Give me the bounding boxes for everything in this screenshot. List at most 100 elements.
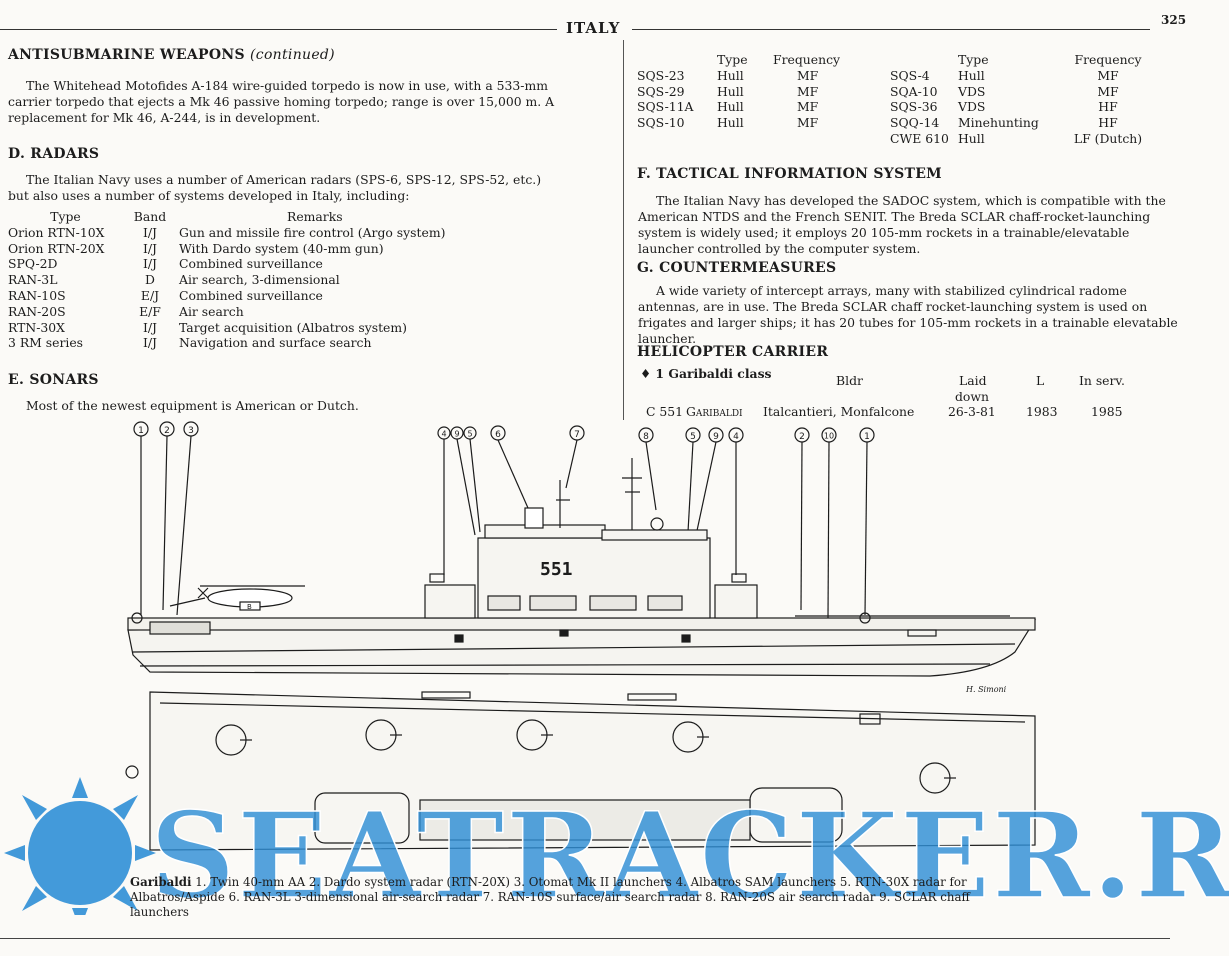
sonar-frequency: MF bbox=[797, 99, 819, 115]
sonars-heading: E. SONARS bbox=[8, 372, 99, 388]
svg-text:2: 2 bbox=[799, 432, 805, 442]
callout-1: 1 bbox=[133, 421, 149, 615]
radars-heading: D. RADARS bbox=[8, 146, 100, 162]
radar-band: I/J bbox=[142, 224, 158, 240]
ship-header-in-serv: In serv. bbox=[1079, 373, 1125, 388]
radar-type: SPQ-2D bbox=[8, 256, 58, 272]
ship-builder: Italcantieri, Monfalcone bbox=[763, 404, 915, 419]
sonar-frequency: HF bbox=[1098, 115, 1118, 131]
ship-header-l: L bbox=[1036, 373, 1045, 388]
callout-1b: 1 bbox=[859, 427, 875, 616]
hull-number-551: 551 bbox=[540, 559, 573, 580]
sonar-type: SQS-23 bbox=[637, 67, 685, 83]
callout-2: 2 bbox=[159, 421, 175, 611]
page-header-country: ITALY bbox=[566, 19, 621, 37]
svg-text:10: 10 bbox=[824, 432, 834, 441]
sonar-type: SQA-10 bbox=[890, 83, 938, 99]
ship-header-bldr: Bldr bbox=[836, 373, 863, 388]
helicopter-spot bbox=[365, 719, 402, 751]
ship-hull-number: C 551 bbox=[646, 404, 684, 419]
footer-rule bbox=[0, 938, 1170, 939]
svg-text:8: 8 bbox=[643, 432, 649, 442]
radar-type: RAN-10S bbox=[8, 287, 66, 303]
class-line: ♦ 1 Garibaldi class bbox=[640, 366, 772, 381]
col-type: Type bbox=[958, 52, 989, 67]
svg-text:B: B bbox=[247, 603, 252, 611]
callout-6: 6 bbox=[490, 425, 529, 509]
sonar-mount: Hull bbox=[717, 67, 744, 83]
radar-band: D bbox=[145, 272, 155, 288]
radar-band: I/J bbox=[142, 335, 158, 351]
column-divider bbox=[623, 40, 624, 420]
ship-header-down: down bbox=[955, 389, 989, 404]
asw-paragraph: The Whitehead Motofides A-184 wire-guide… bbox=[8, 78, 555, 125]
sonar-frequency: LF (Dutch) bbox=[1073, 130, 1143, 146]
svg-text:2: 2 bbox=[164, 426, 170, 436]
ship-row: C 551 Garibaldi Italcantieri, Monfalcone… bbox=[646, 404, 1186, 420]
svg-text:1: 1 bbox=[138, 426, 144, 436]
page-number: 325 bbox=[1161, 13, 1187, 27]
radar-remarks: Air search, 3-dimensional bbox=[179, 272, 340, 288]
svg-text:4: 4 bbox=[733, 432, 739, 442]
col-remarks: Remarks bbox=[287, 209, 343, 224]
countermeasures-paragraph: A wide variety of intercept arrays, many… bbox=[638, 283, 1178, 346]
ship-plan-view bbox=[125, 691, 1036, 851]
helicopter bbox=[169, 585, 305, 608]
figure-caption: Garibaldi 1. Twin 40-mm AA 2. Dardo syst… bbox=[130, 875, 1030, 920]
sonars-left-header: Type Frequency bbox=[637, 52, 853, 68]
asw-title: ANTISUBMARINE WEAPONS bbox=[8, 47, 245, 63]
sonar-type: SQS-29 bbox=[637, 83, 685, 99]
sonar-frequency: MF bbox=[1097, 67, 1119, 83]
callout-4b: 4 bbox=[728, 427, 744, 575]
helicopter-carrier-heading: HELICOPTER CARRIER bbox=[637, 344, 829, 360]
caption-text: 1. Twin 40-mm AA 2. Dardo system radar (… bbox=[130, 875, 970, 919]
sonar-mount: VDS bbox=[958, 83, 986, 99]
col-type: Type bbox=[717, 52, 748, 67]
sonar-mount: Hull bbox=[717, 99, 744, 115]
sonar-type: SQS-10 bbox=[637, 115, 685, 131]
sonar-mount: Hull bbox=[958, 130, 985, 146]
helicopter-spot bbox=[919, 762, 956, 794]
radars-table-header: Type Band Remarks bbox=[8, 209, 445, 225]
callout-5: 5 bbox=[463, 426, 481, 533]
radar-type: RAN-20S bbox=[8, 303, 66, 319]
helicopter-spot bbox=[516, 719, 553, 751]
ship-header-laid: Laid bbox=[959, 373, 987, 388]
callout-2b: 2 bbox=[794, 427, 810, 611]
caption-ship-name: Garibaldi bbox=[130, 875, 192, 889]
helicopter-spot bbox=[672, 721, 709, 753]
artist-signature: H. Simoni bbox=[965, 685, 1007, 694]
col-band: Band bbox=[133, 209, 167, 224]
svg-text:1: 1 bbox=[864, 432, 870, 442]
tis-heading: F. TACTICAL INFORMATION SYSTEM bbox=[637, 166, 942, 182]
radar-type: Orion RTN-10X bbox=[8, 224, 105, 240]
svg-text:3: 3 bbox=[188, 426, 194, 436]
callout-10: 10 bbox=[821, 427, 837, 619]
radar-remarks: Target acquisition (Albatros system) bbox=[179, 319, 407, 335]
sonar-type: SQS-11A bbox=[637, 99, 694, 115]
radar-remarks: Gun and missile fire control (Argo syste… bbox=[179, 224, 446, 240]
radar-remarks: With Dardo system (40-mm gun) bbox=[179, 240, 384, 256]
sonar-type: SQS-36 bbox=[890, 99, 938, 115]
svg-text:5: 5 bbox=[690, 432, 696, 442]
callout-markers: 1 2 3 4 9 5 6 7 8 5 9 4 2 10 1 bbox=[133, 421, 875, 619]
radar-type: RTN-30X bbox=[8, 319, 65, 335]
callout-7: 7 bbox=[565, 425, 585, 489]
sonar-frequency: MF bbox=[797, 83, 819, 99]
asw-continued: (continued) bbox=[250, 47, 335, 63]
asw-heading: ANTISUBMARINE WEAPONS (continued) bbox=[8, 47, 335, 63]
radars-paragraph: The Italian Navy uses a number of Americ… bbox=[8, 172, 542, 203]
radar-type: 3 RM series bbox=[8, 335, 84, 351]
sonar-mount: Hull bbox=[717, 83, 744, 99]
radar-band: I/J bbox=[142, 256, 158, 272]
ship-launched: 1983 bbox=[1026, 404, 1058, 419]
